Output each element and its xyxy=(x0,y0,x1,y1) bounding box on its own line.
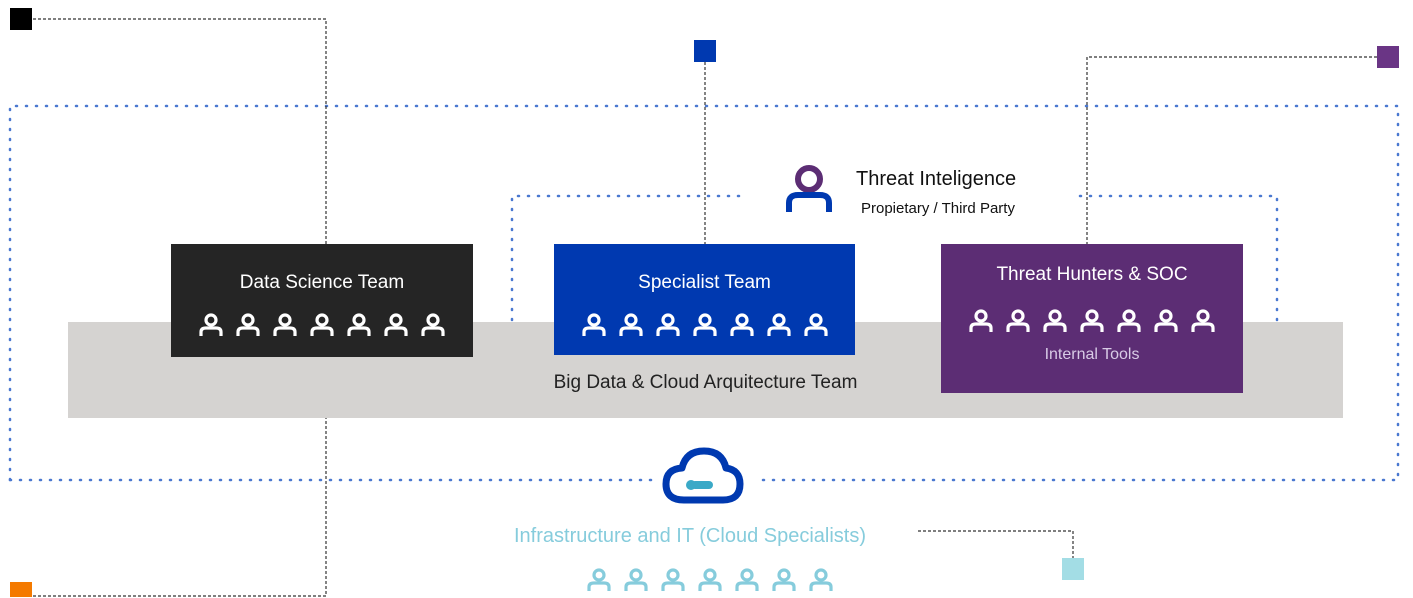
infrastructure-members xyxy=(586,567,834,593)
person-icon xyxy=(1079,308,1105,334)
marker-black xyxy=(10,8,32,30)
person-icon xyxy=(346,312,372,338)
person-icon xyxy=(198,312,224,338)
person-icon xyxy=(623,567,649,593)
specialist-members xyxy=(554,312,855,338)
person-icon xyxy=(1190,308,1216,334)
user-badge-icon xyxy=(786,163,832,217)
person-icon xyxy=(1153,308,1179,334)
specialist-team-title: Specialist Team xyxy=(638,272,771,293)
person-icon xyxy=(692,312,718,338)
person-icon xyxy=(235,312,261,338)
person-icon xyxy=(420,312,446,338)
cloud-icon xyxy=(660,445,746,507)
person-icon xyxy=(383,312,409,338)
threat-hunters-members xyxy=(941,308,1243,334)
connector-orange xyxy=(33,400,327,597)
person-icon xyxy=(655,312,681,338)
data-science-team-title: Data Science Team xyxy=(239,272,405,293)
connector-infra xyxy=(918,530,1074,558)
person-icon xyxy=(1116,308,1142,334)
person-icon xyxy=(734,567,760,593)
threat-hunters-box: Threat Hunters & SOC Internal Tools xyxy=(941,244,1243,393)
person-icon xyxy=(586,567,612,593)
threat-hunters-title: Threat Hunters & SOC xyxy=(996,264,1188,285)
data-science-members xyxy=(171,312,473,338)
connector-threat-hunters xyxy=(1086,56,1377,244)
person-icon xyxy=(581,312,607,338)
infrastructure-label: Infrastructure and IT (Cloud Specialists… xyxy=(514,525,867,547)
person-icon xyxy=(771,567,797,593)
marker-purple xyxy=(1377,46,1399,68)
threat-intel-title: Threat Inteligence xyxy=(856,168,1017,190)
marker-orange xyxy=(10,582,32,597)
marker-light-blue xyxy=(1062,558,1084,580)
data-science-team-box: Data Science Team xyxy=(171,244,473,357)
person-icon xyxy=(697,567,723,593)
person-icon xyxy=(968,308,994,334)
person-icon xyxy=(272,312,298,338)
connector-data-science xyxy=(33,18,327,244)
threat-hunters-subtitle: Internal Tools xyxy=(1044,346,1140,363)
person-icon xyxy=(309,312,335,338)
person-icon xyxy=(1042,308,1068,334)
person-icon xyxy=(808,567,834,593)
person-icon xyxy=(1005,308,1031,334)
person-icon xyxy=(766,312,792,338)
threat-intel-subtitle: Propietary / Third Party xyxy=(861,200,1015,217)
specialist-team-box: Specialist Team xyxy=(554,244,855,355)
person-icon xyxy=(729,312,755,338)
person-icon xyxy=(803,312,829,338)
big-data-band-label: Big Data & Cloud Arquitecture Team xyxy=(553,372,858,393)
marker-blue xyxy=(694,40,716,62)
person-icon xyxy=(618,312,644,338)
person-icon xyxy=(660,567,686,593)
